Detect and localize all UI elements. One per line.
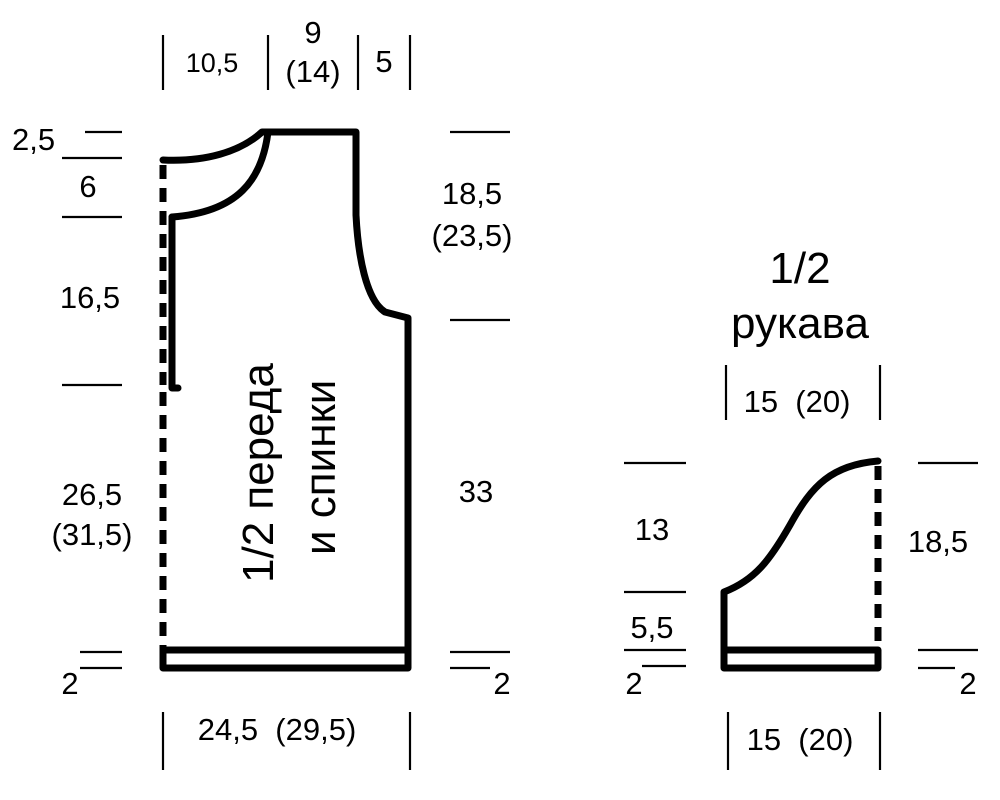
- sleeve-bottom-dims: 15 (20): [726, 712, 882, 770]
- body-title-line2: и спинки: [296, 380, 345, 555]
- dim-right-33: 33: [459, 474, 493, 509]
- sleeve-dim-left-2: 2: [625, 666, 642, 701]
- dim-left-31-5: (31,5): [52, 517, 133, 552]
- dim-left-16-5: 16,5: [60, 280, 120, 315]
- dim-left-26-5: 26,5: [62, 477, 122, 512]
- body-left-edge: [168, 213, 182, 392]
- sleeve-left-dims: 13 5,5 2: [624, 461, 686, 701]
- body-piece: 1/2 переда и спинки: [159, 128, 412, 672]
- dim-left-2: 2: [61, 666, 78, 701]
- sleeve-dim-bottom-width: 15 (20): [747, 722, 854, 757]
- sleeve-title-line1: 1/2: [769, 244, 830, 293]
- body-left-dims: 2,5 6 16,5 26,5 (31,5) 2: [12, 122, 132, 701]
- sleeve-title-line2: рукава: [731, 299, 870, 348]
- dim-top-shoulder: 10,5: [186, 48, 239, 78]
- dim-left-2-5: 2,5: [12, 122, 55, 157]
- body-title-line1: 1/2 переда: [234, 363, 283, 583]
- sleeve-dim-left-13: 13: [635, 512, 669, 547]
- body-outline: [159, 128, 412, 672]
- dim-top-right: 5: [375, 44, 392, 79]
- sleeve-dim-top-width: 15 (20): [744, 384, 851, 419]
- dim-top-neck: 9: [304, 15, 321, 50]
- body-armhole-curve: [168, 128, 272, 221]
- dim-left-6: 6: [79, 169, 96, 204]
- dim-top-neck-alt: (14): [285, 54, 340, 89]
- body-right-dims: 18,5 (23,5) 33 2: [432, 130, 513, 701]
- sleeve-dim-left-5-5: 5,5: [630, 610, 673, 645]
- body-bottom-dims: 24,5 (29,5): [161, 712, 412, 770]
- sleeve-outline: [720, 457, 882, 654]
- sleeve-right-dims: 18,5 2: [908, 461, 978, 701]
- sleeve-top-dims: 15 (20): [724, 365, 882, 420]
- dim-right-18-5: 18,5: [442, 176, 502, 211]
- sleeve-hem: [720, 646, 882, 672]
- dim-right-2: 2: [493, 666, 510, 701]
- dim-bottom-width: 24,5 (29,5): [198, 712, 357, 747]
- body-top-dims: 10,5 9 (14) 5: [161, 15, 412, 90]
- sleeve-piece: 1/2 рукава: [720, 244, 882, 672]
- dim-right-23-5: (23,5): [432, 218, 513, 253]
- sleeve-dim-right-18-5: 18,5: [908, 524, 968, 559]
- sleeve-dim-right-2: 2: [959, 666, 976, 701]
